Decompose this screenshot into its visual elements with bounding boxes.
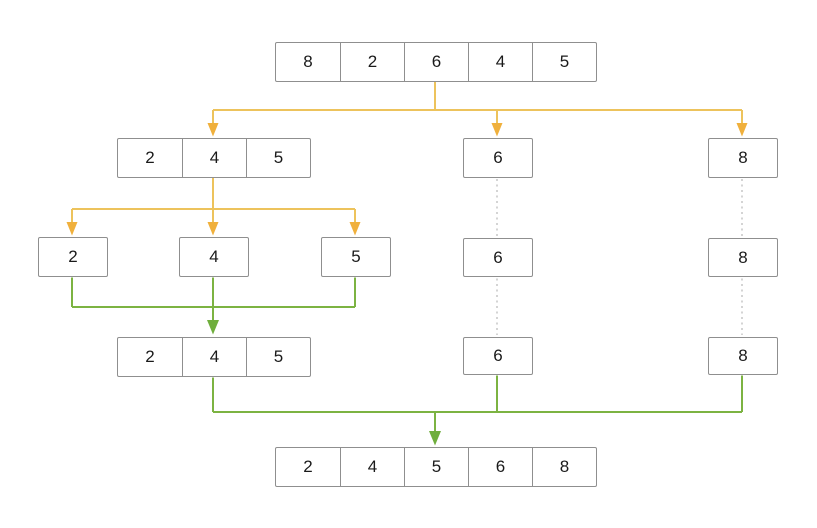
array-cell: 2 <box>303 457 313 476</box>
array-cell: 2 <box>340 43 404 81</box>
merge-line <box>212 375 743 431</box>
arrow-down-icon <box>207 123 219 137</box>
array-cell: 6 <box>468 448 532 486</box>
array-cell: 4 <box>182 338 246 376</box>
array-cell: 4 <box>340 448 404 486</box>
array-cell: 5 <box>246 338 310 376</box>
arrow-down-icon <box>207 320 219 335</box>
array-cell: 6 <box>493 247 503 267</box>
array-node-pass-6-a: 6 <box>463 238 533 277</box>
array-cell: 8 <box>303 52 313 71</box>
split-connector-level-2 <box>66 178 361 236</box>
arrow-down-icon <box>736 123 748 137</box>
array-cell: 5 <box>404 448 468 486</box>
arrow-down-icon <box>207 222 219 236</box>
pass-through-dotted-lines <box>496 179 743 335</box>
array-node-split-right: 8 <box>708 138 778 178</box>
merge-connector-level-1 <box>71 277 356 335</box>
arrow-down-icon <box>349 222 361 236</box>
split-connector-level-1 <box>207 82 748 137</box>
array-cell: 8 <box>738 346 748 365</box>
split-line <box>71 178 356 222</box>
array-cell: 4 <box>209 247 219 266</box>
array-cell: 6 <box>404 43 468 81</box>
array-cell: 5 <box>351 247 361 266</box>
array-node-leaf-5: 5 <box>321 237 391 277</box>
array-cell: 6 <box>493 148 503 167</box>
array-cell: 8 <box>738 148 748 167</box>
merge-connector-level-2 <box>212 375 743 446</box>
array-node-leaf-2: 2 <box>38 237 108 277</box>
array-cell: 2 <box>68 247 78 266</box>
array-cell: 4 <box>468 43 532 81</box>
array-cell: 6 <box>493 346 503 365</box>
array-node-pass-8-a: 8 <box>708 238 778 277</box>
array-node-pass-6-b: 6 <box>463 337 533 375</box>
split-line <box>212 82 743 124</box>
array-node-pass-8-b: 8 <box>708 337 778 375</box>
arrow-down-icon <box>491 123 503 137</box>
array-cell: 8 <box>532 448 596 486</box>
merge-line <box>71 277 356 320</box>
array-cell: 4 <box>182 139 246 177</box>
array-node-split-mid: 6 <box>463 138 533 178</box>
array-cell: 5 <box>246 139 310 177</box>
arrow-down-icon <box>66 222 78 236</box>
array-cell: 8 <box>738 247 748 267</box>
arrow-down-icon <box>429 431 441 446</box>
dotted-line <box>496 179 743 335</box>
array-cell: 2 <box>145 148 155 167</box>
array-cell: 2 <box>145 347 155 366</box>
array-cell: 5 <box>532 43 596 81</box>
array-node-leaf-4: 4 <box>179 237 249 277</box>
